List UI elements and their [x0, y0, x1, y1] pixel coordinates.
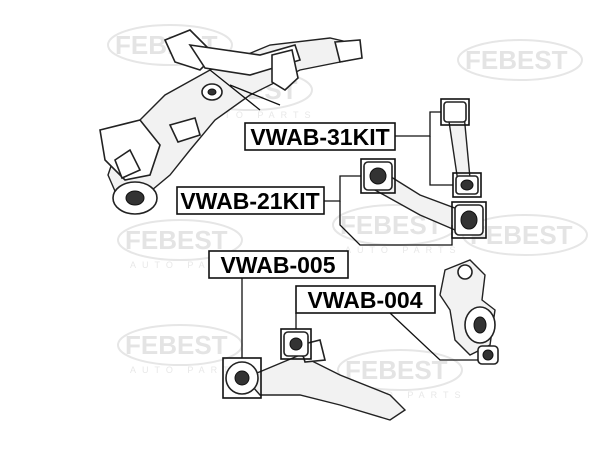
- svg-text:FEBEST: FEBEST: [125, 330, 228, 360]
- svg-text:FEBEST: FEBEST: [470, 220, 573, 250]
- lower-control-arm-drawing: [225, 331, 407, 421]
- callout-vwab-21kit: VWAB-21KIT: [176, 186, 325, 215]
- leader-31kit-top: [395, 111, 441, 137]
- svg-text:AUTO PARTS: AUTO PARTS: [130, 260, 247, 270]
- leader-31kit-bottom: [429, 136, 453, 186]
- leader-21kit-left: [324, 175, 361, 202]
- svg-text:AUTO PARTS: AUTO PARTS: [350, 390, 467, 400]
- svg-text:FEBEST: FEBEST: [465, 45, 568, 75]
- highlight-box-21kit-right: [451, 201, 487, 239]
- leader-lines: [241, 111, 478, 361]
- leader-21kit-right: [339, 201, 453, 246]
- callout-label-vwab-005: VWAB-005: [220, 252, 335, 278]
- rear-subframe-drawing: [99, 29, 363, 215]
- svg-text:AUTO PARTS: AUTO PARTS: [345, 245, 462, 255]
- callout-label-vwab-21kit: VWAB-21KIT: [180, 188, 319, 214]
- callout-vwab-004: VWAB-004: [295, 285, 436, 314]
- svg-text:FEBEST: FEBEST: [125, 225, 228, 255]
- watermark-logo-top-right: FEBEST: [457, 39, 583, 81]
- lateral-arm-drawing: [363, 161, 484, 236]
- callout-label-vwab-004: VWAB-004: [307, 287, 422, 313]
- upper-link-drawing: [443, 101, 479, 195]
- callout-vwab-31kit: VWAB-31KIT: [244, 122, 396, 151]
- svg-text:AUTO PARTS: AUTO PARTS: [200, 110, 317, 120]
- watermark-logo-lower-left: FEBEST AUTO PARTS: [117, 324, 247, 375]
- watermark-logo-mid-left: FEBEST AUTO PARTS: [117, 219, 247, 270]
- svg-text:AUTO PARTS: AUTO PARTS: [130, 365, 247, 375]
- callout-label-vwab-31kit: VWAB-31KIT: [250, 124, 389, 150]
- watermark-logo-lower-right: FEBEST AUTO PARTS: [337, 349, 467, 400]
- svg-text:FEBEST: FEBEST: [345, 355, 448, 385]
- wheel-knuckle-drawing: [439, 259, 499, 365]
- callout-vwab-005: VWAB-005: [208, 250, 349, 279]
- leader-004-knuckle: [389, 312, 478, 361]
